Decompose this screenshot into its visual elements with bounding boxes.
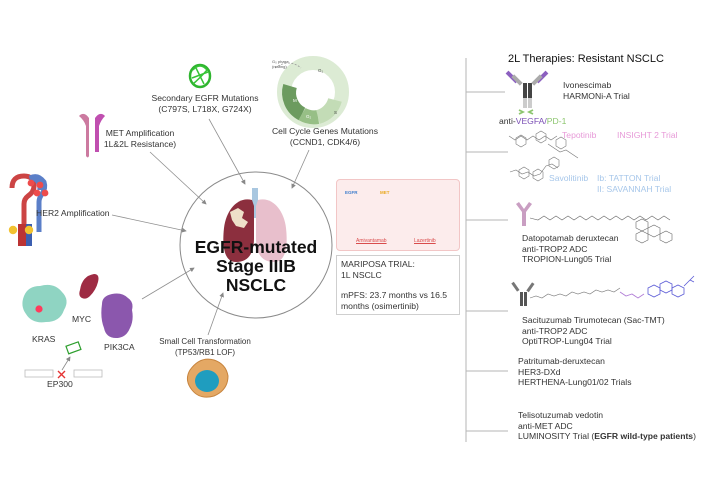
pik3ca-label: PIK3CA [104, 342, 135, 352]
hub-title: EGFR-mutated Stage IIIB NSCLC [186, 238, 326, 295]
savolitinib-structure-icon [509, 156, 560, 182]
therapy-tree [465, 58, 508, 442]
therapy-savolitinib-trials: Ib: TATTON Trial II: SAVANNAH Trial [597, 173, 671, 194]
trial-population: EGFR wild-type patients [594, 431, 694, 441]
arrow-small-cell [207, 292, 224, 336]
met-tag: MET [380, 190, 390, 195]
myc-protein-icon [79, 274, 99, 299]
therapy-tepotinib-trial: INSIGHT 2 Trial [617, 130, 678, 140]
ep300-label: EP300 [47, 379, 73, 389]
myc-label: MYC [72, 314, 92, 324]
savolitinib-trial-1: Ib: TATTON Trial [597, 173, 661, 183]
kras-protein-icon [22, 284, 67, 323]
therapy-name: Ivonescimab [563, 80, 612, 90]
egfr-tag: EGFR [345, 190, 358, 195]
small-cell-icon [186, 358, 229, 398]
hub-title-line2: Stage IIIB [216, 256, 296, 276]
therapy-datopotamab: Datopotamab deruxtecan anti-TROP2 ADC TR… [522, 233, 619, 265]
therapy-trial: HERTHENA-Lung01/02 Trials [518, 377, 632, 387]
arrows [111, 118, 310, 336]
sacituzumab-adc-icon [511, 275, 695, 306]
arrow-met [149, 151, 207, 205]
cell-cycle-genes: (CCND1, CDK4/6) [289, 136, 361, 147]
egfr-protein-icon [188, 63, 212, 89]
mariposa-trial-box [336, 255, 460, 315]
therapy-trial: OptiTROP-Lung04 Trial [522, 336, 612, 346]
amivantamab-label: Amivantamab [356, 238, 387, 244]
secondary-egfr-mutations: (C797S, L718X, G724X) [158, 103, 252, 114]
therapy-target: anti-TROP2 ADC [522, 325, 588, 336]
cell-cycle-title: Cell Cycle Genes Mutations [271, 126, 379, 136]
lazertinib-label: Lazertinib [414, 238, 436, 244]
ep300-dna-icon [24, 341, 103, 379]
target-separator: / [544, 116, 547, 126]
cell-cycle-label: Cell Cycle Genes Mutations (CCND1, CDK4/… [265, 126, 385, 147]
arrow-her2 [111, 214, 187, 233]
small-cell-genes: (TP53/RB1 LOF) [174, 347, 235, 357]
met-amplification-label: MET Amplification 1L&2L Resistance) [100, 128, 180, 149]
small-cell-title: Small Cell Transformation [159, 337, 251, 346]
therapy-sacituzumab: Sacituzumab Tirumotecan (Sac-TMT) anti-T… [522, 315, 665, 347]
secondary-egfr-title: Secondary EGFR Mutations [151, 93, 259, 103]
cell-cycle-g1-label: G₁ [318, 68, 324, 73]
second-line-title: 2L Therapies: Resistant NSCLC [508, 53, 664, 65]
therapy-name: Datopotamab deruxtecan [522, 233, 619, 243]
cell-cycle-g2-label: G₂ [306, 114, 312, 119]
lungs-icon [223, 188, 287, 262]
g0-phase-text: G₀ phase [272, 59, 289, 64]
ivonescimab-target: anti-VEGFA/PD-1 [499, 116, 566, 127]
her2-receptor-icon [8, 173, 49, 246]
small-cell-label: Small Cell Transformation (TP53/RB1 LOF) [150, 337, 260, 358]
hub-title-line3: NSCLC [225, 275, 287, 295]
kras-label: KRAS [32, 334, 56, 344]
arrow-pik3ca [141, 267, 195, 300]
cell-cycle-m-label: M [293, 98, 297, 103]
therapy-target: anti-MET ADC [518, 420, 573, 431]
therapy-patritumab: Patritumab-deruxtecan HER3-DXd HERTHENA-… [518, 356, 632, 388]
therapy-trial: HARMONi-A Trial [563, 90, 630, 101]
therapy-target: anti-TROP2 ADC [522, 243, 588, 254]
trial-suffix: ) [693, 431, 696, 441]
therapy-ivonescimab: Ivonescimab HARMONi-A Trial [563, 80, 630, 101]
therapy-tepotinib-name: Tepotinib [562, 130, 597, 140]
tepotinib-structure-icon [508, 130, 579, 159]
therapy-trial: TROPION-Lung05 Trial [522, 254, 612, 264]
trial-prefix: LUMINOSITY Trial ( [518, 431, 595, 441]
g0-resting-text: (resting) [272, 63, 287, 69]
cell-cycle-s-label: S [334, 110, 338, 115]
target-vegfa: VEGFA [515, 116, 545, 126]
mariposa-result-line1: mPFS: 23.7 months vs 16.5 [341, 290, 448, 300]
met-receptor-icon [79, 113, 105, 158]
hub-circle [179, 171, 333, 319]
savolitinib-trial-2: II: SAVANNAH Trial [597, 183, 672, 194]
mariposa-result-line2: months (osimertinib) [341, 300, 419, 311]
mariposa-trial-name: MARIPOSA TRIAL: [341, 259, 415, 269]
arrow-secondary-egfr [208, 118, 246, 185]
therapy-trial: LUMINOSITY Trial (EGFR wild-type patient… [518, 431, 696, 442]
secondary-egfr-label: Secondary EGFR Mutations (C797S, L718X, … [140, 93, 270, 114]
therapy-target: HER3-DXd [518, 366, 561, 377]
therapy-telisotuzumab: Telisotuzumab vedotin anti-MET ADC LUMIN… [518, 410, 696, 442]
cell-cycle-icon [274, 56, 349, 128]
hub-title-line1: EGFR-mutated [194, 237, 318, 257]
datopotamab-adc-icon [516, 202, 673, 244]
therapy-savolitinib-name: Savolitinib [549, 173, 589, 183]
ivonescimab-antibody-icon [505, 70, 549, 115]
therapy-name: Telisotuzumab vedotin [518, 410, 604, 420]
mariposa-trial-setting: 1L NSCLC [341, 269, 382, 280]
mariposa-trial-text: MARIPOSA TRIAL: 1L NSCLC mPFS: 23.7 mont… [341, 259, 447, 311]
target-prefix: anti- [499, 116, 516, 126]
her2-amplification-label: HER2 Amplification [36, 208, 110, 218]
therapy-name: Patritumab-deruxtecan [518, 356, 605, 366]
first-line-drug-box [336, 179, 460, 251]
met-amplification-resistance: 1L&2L Resistance) [103, 138, 177, 149]
therapy-name: Sacituzumab Tirumotecan (Sac-TMT) [522, 315, 665, 325]
cell-cycle-g0-label: G₀ phase (resting) [272, 59, 289, 69]
pik3ca-protein-icon [101, 293, 133, 338]
target-pd1: PD-1 [546, 116, 567, 126]
arrow-cell-cycle [291, 149, 310, 189]
met-amplification-title: MET Amplification [105, 128, 175, 138]
